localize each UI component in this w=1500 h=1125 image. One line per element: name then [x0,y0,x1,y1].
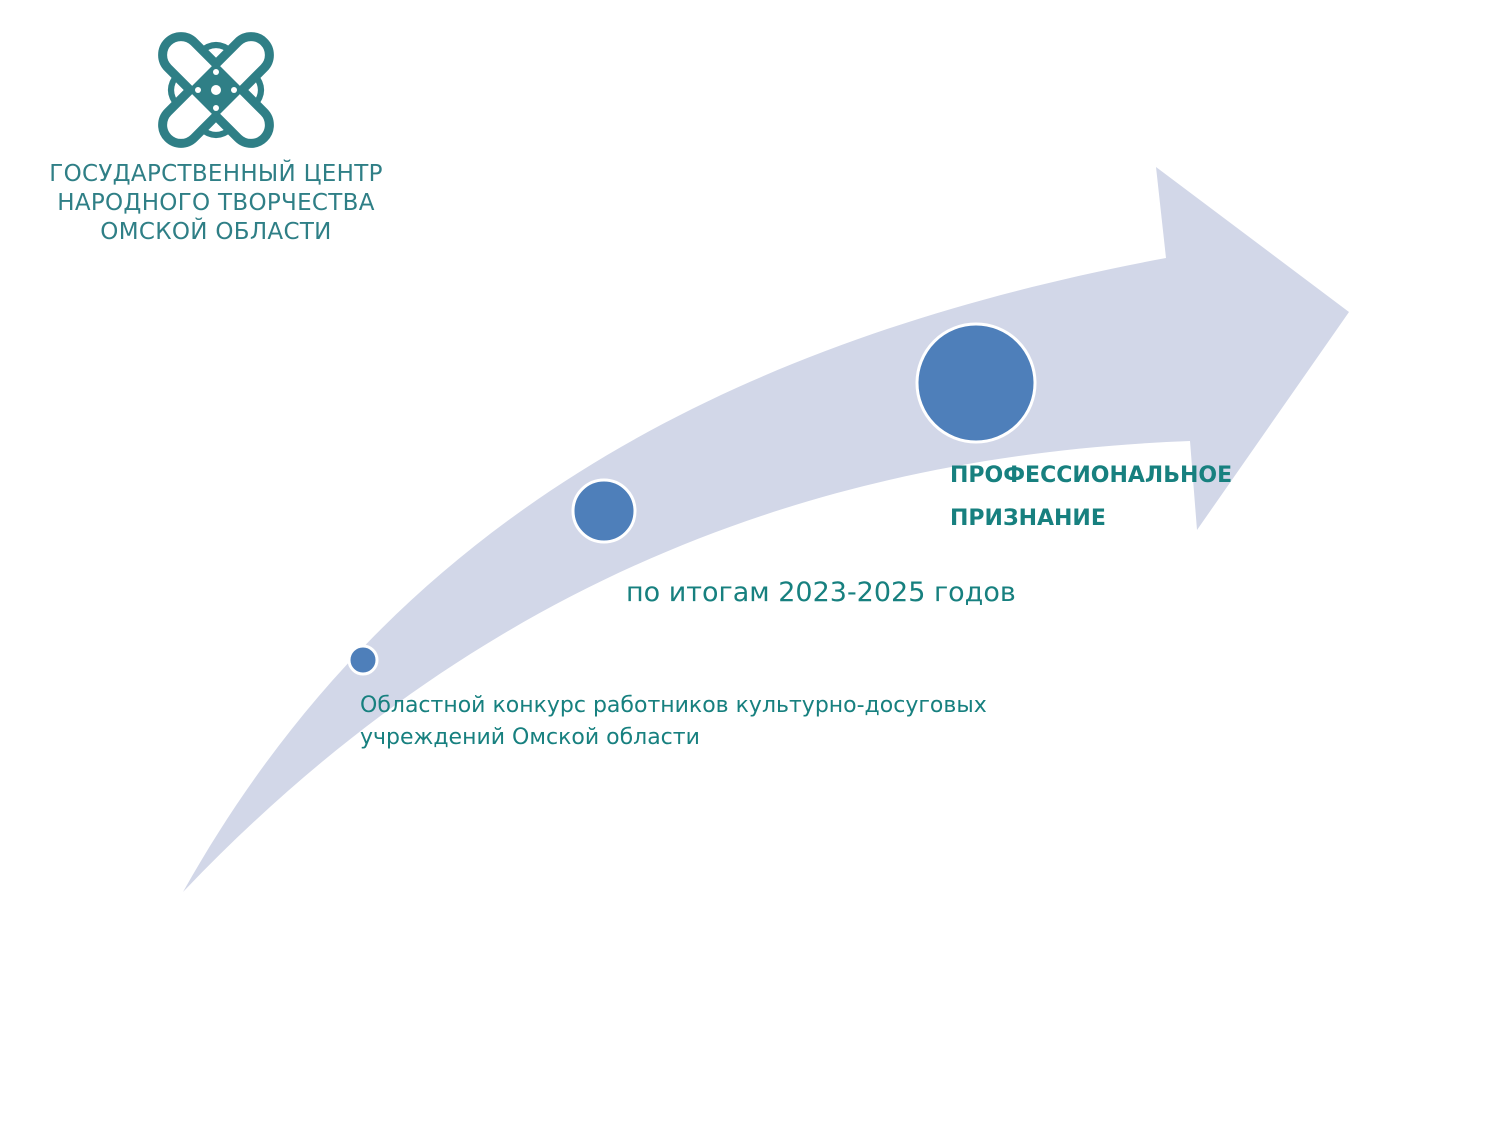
logo-line-1: ГОСУДАРСТВЕННЫЙ ЦЕНТР [49,161,383,187]
step-1-line-2: учреждений Омской области [360,725,700,750]
logo-line-2: НАРОДНОГО ТВОРЧЕСТВА [57,190,375,216]
arrow-body [183,167,1349,892]
step-marker-3 [915,322,1037,444]
step-1-line-1: Областной конкурс работников культурно-д… [360,693,987,718]
knot-ornament-icon [158,32,274,148]
step-1-label: Областной конкурс работников культурно-д… [360,690,987,754]
step-marker-2 [571,478,637,544]
step-3-label: ПРОФЕССИОНАЛЬНОЕ ПРИЗНАНИЕ [950,454,1232,540]
step-3-line-2: ПРИЗНАНИЕ [950,506,1106,531]
step-2-label: по итогам 2023-2025 годов [626,577,1016,608]
logo-line-3: ОМСКОЙ ОБЛАСТИ [100,219,332,245]
step-3-line-1: ПРОФЕССИОНАЛЬНОЕ [950,463,1233,488]
step-marker-1 [347,644,379,676]
logo-text: ГОСУДАРСТВЕННЫЙ ЦЕНТР НАРОДНОГО ТВОРЧЕСТ… [28,160,404,247]
